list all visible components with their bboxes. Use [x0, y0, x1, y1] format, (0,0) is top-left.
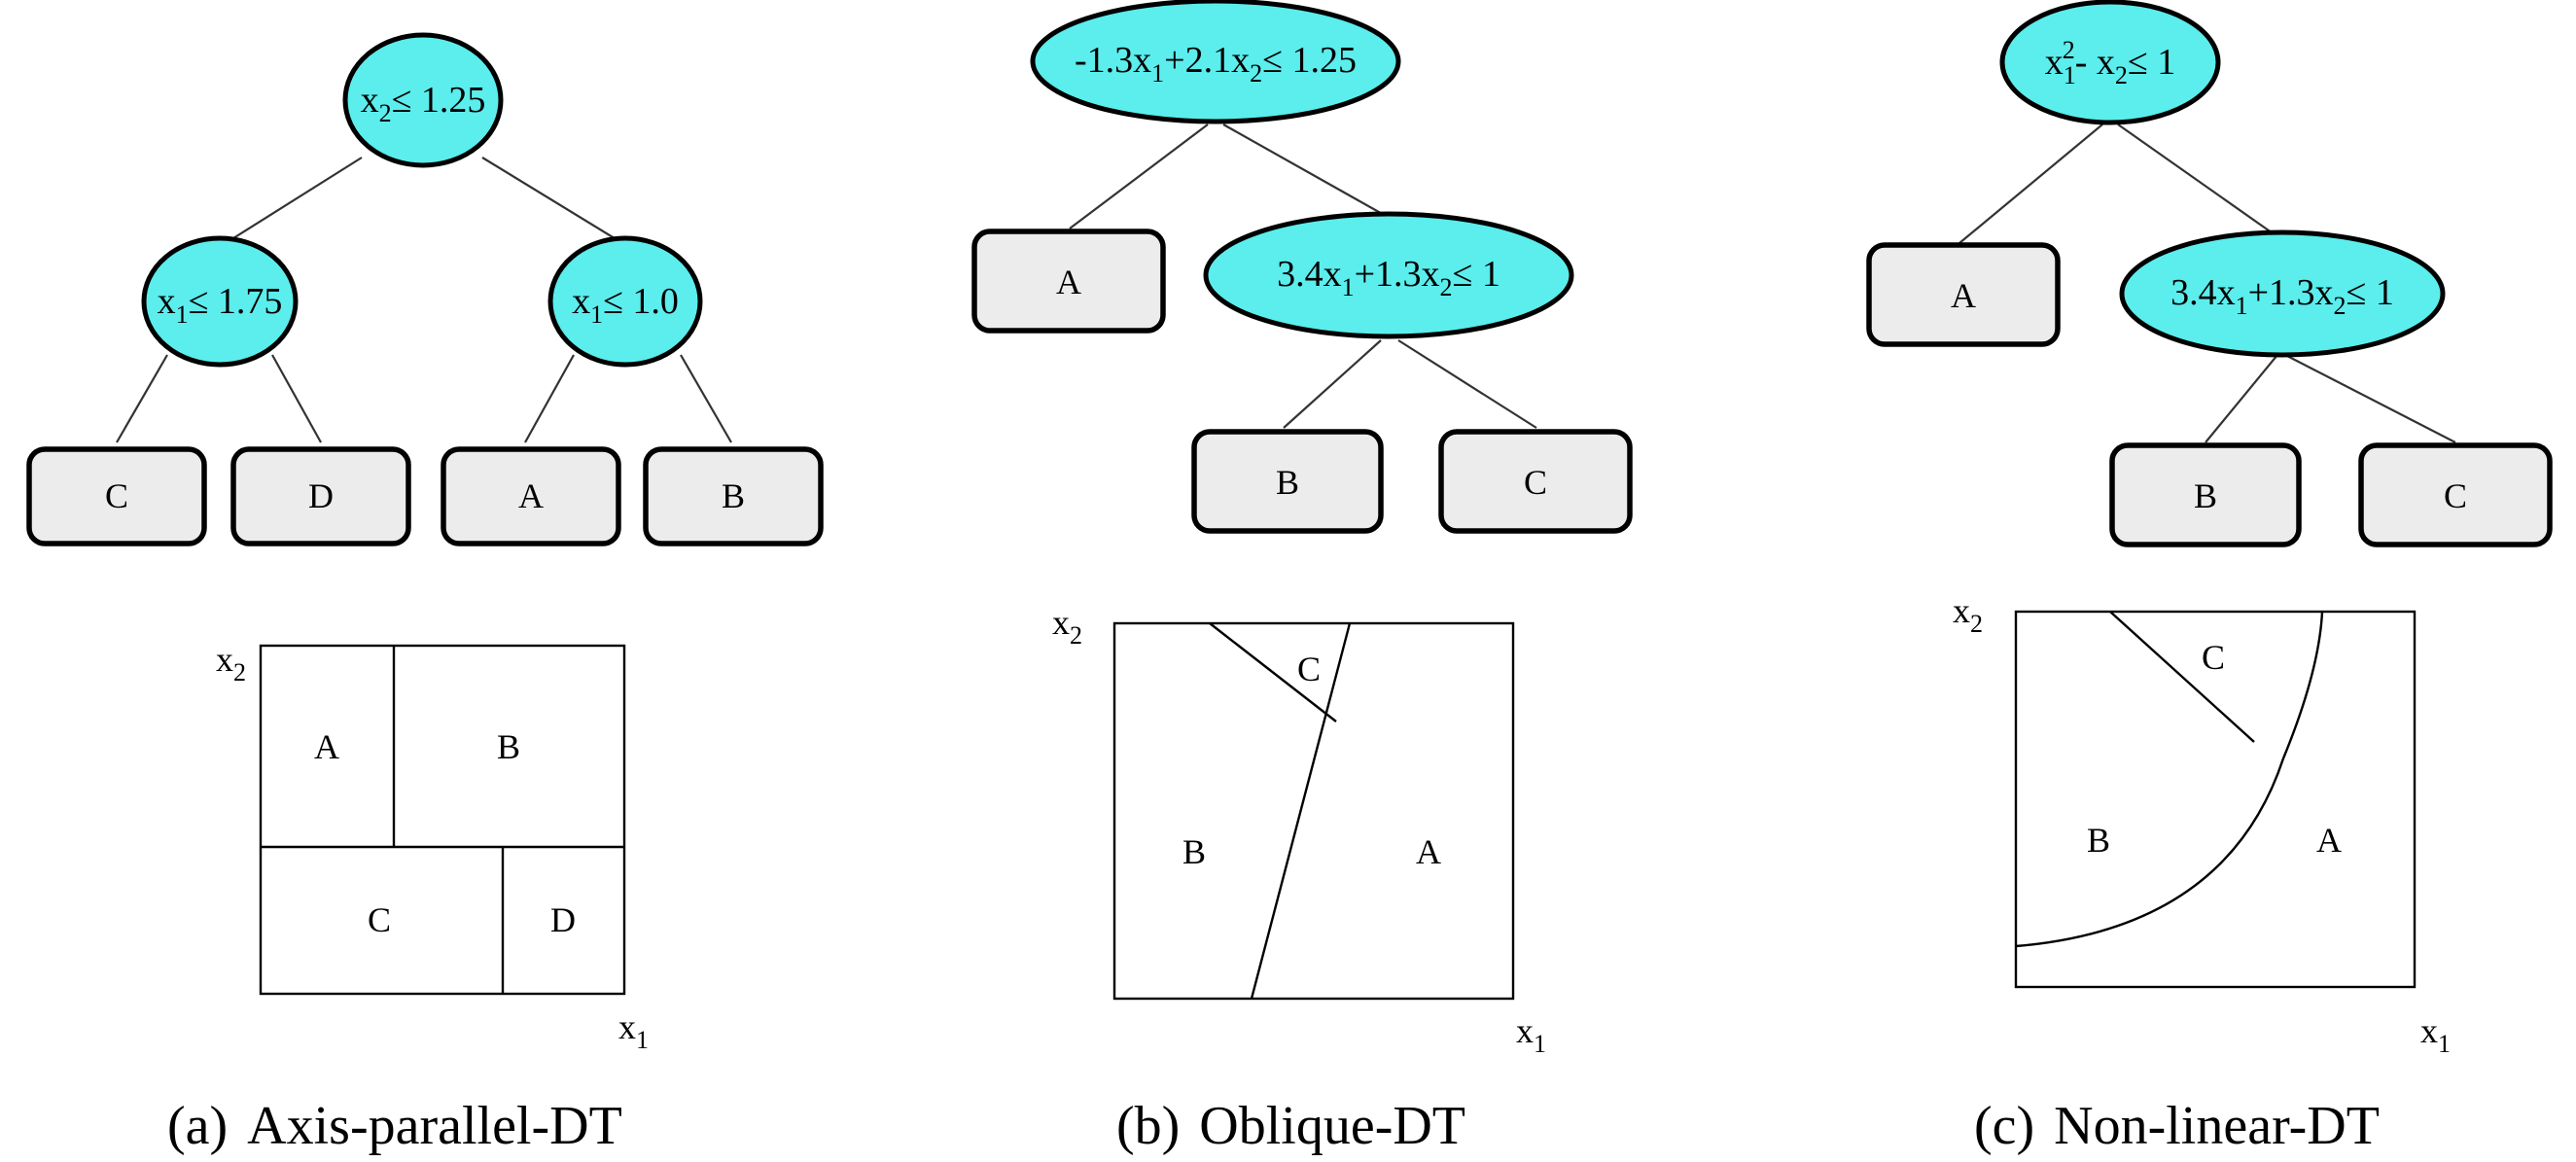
panel-a-plot-frame [259, 644, 626, 996]
leaf-a-d [230, 446, 411, 546]
leaf-b-a-label: A [1056, 263, 1081, 301]
panel-b-leaves: A B C [971, 229, 1633, 534]
region-c-a: A [2316, 821, 2342, 860]
panel-b-child-label: 3.4x1+1.3x2≤ 1 [1277, 254, 1500, 301]
edge-a-right-a [524, 354, 575, 443]
panel-b-tree-edges [1069, 123, 1537, 429]
split-b-oblique-1 [1250, 622, 1352, 1000]
leaf-c-c-label: C [2444, 476, 2467, 515]
leaf-c-b [2109, 442, 2302, 547]
edge-a-root-right [481, 157, 623, 244]
panel-a-partition-plot: A B C D x2 x1 [216, 640, 649, 1054]
edge-c-child-c [2284, 354, 2456, 443]
panel-b-partition-plot: C B A x2 x1 [1052, 603, 1546, 1058]
panel-a-caption: (a)Axis-parallel-DT [167, 1096, 622, 1156]
panel-a-left-node: x1≤ 1.75 [141, 235, 299, 368]
panel-a-right-label: x1≤ 1.0 [572, 281, 679, 329]
panel-a-right-node: x1≤ 1.0 [547, 235, 703, 368]
region-b-b: B [1182, 832, 1206, 871]
leaf-a-a-label: A [518, 476, 544, 515]
split-c-line [2109, 611, 2255, 743]
region-a-c: C [368, 900, 391, 939]
region-a-d: D [550, 900, 576, 939]
panel-c-x-axis-label: x1 [2420, 1011, 2451, 1058]
leaf-a-c-label: C [105, 476, 128, 515]
panel-b-root-label: -1.3x1+2.1x2≤ 1.25 [1075, 40, 1357, 88]
region-c-c: C [2202, 638, 2225, 677]
panel-c-root-node: x12- x2≤ 1 [1999, 0, 2221, 125]
leaf-b-b [1191, 429, 1384, 534]
split-c-curve [2015, 611, 2324, 948]
leaf-c-a [1866, 242, 2061, 347]
panel-a-y-axis-label: x2 [216, 640, 246, 687]
panel-c-tree-edges [1958, 123, 2456, 443]
panel-b-y-axis-label: x2 [1052, 603, 1082, 650]
panel-b-plot-frame [1112, 621, 1515, 1001]
edge-c-root-child [2117, 123, 2276, 236]
panel-b-caption: (b)Oblique-DT [1116, 1096, 1465, 1156]
panel-a-left-label: x1≤ 1.75 [158, 281, 283, 329]
edge-a-root-left [225, 157, 363, 244]
region-a-a: A [314, 727, 339, 766]
panel-a-tree-edges [116, 157, 732, 443]
panel-a-leaves: C D A B [26, 446, 824, 546]
edge-b-child-b [1283, 339, 1382, 429]
panel-c-leaves: A B C [1866, 242, 2553, 547]
edge-c-child-b [2205, 354, 2278, 443]
panel-b-x-axis-label: x1 [1516, 1011, 1546, 1058]
edge-a-left-d [271, 354, 322, 443]
leaf-c-b-label: B [2194, 476, 2217, 515]
panel-b-root-node: -1.3x1+2.1x2≤ 1.25 [1030, 0, 1401, 124]
panel-b: -1.3x1+2.1x2≤ 1.25 3.4x1+1.3x2≤ 1 A B C … [971, 0, 1633, 1156]
panel-c: x12- x2≤ 1 3.4x1+1.3x2≤ 1 A B C C B A x2… [1866, 0, 2553, 1156]
leaf-b-c-label: C [1524, 463, 1547, 502]
panel-c-plot-frame [2014, 610, 2417, 989]
region-b-a: A [1416, 832, 1441, 871]
region-c-b: B [2087, 821, 2110, 860]
panel-c-caption: (c)Non-linear-DT [1974, 1096, 2380, 1156]
panel-c-child-label: 3.4x1+1.3x2≤ 1 [2170, 272, 2394, 320]
leaf-a-c [26, 446, 207, 546]
panel-a: x2≤ 1.25 x1≤ 1.75 x1≤ 1.0 C D A B A B [26, 32, 824, 1156]
leaf-b-b-label: B [1276, 463, 1299, 502]
leaf-b-a [971, 229, 1166, 334]
region-a-b: B [497, 727, 520, 766]
panel-a-x-axis-label: x1 [618, 1007, 649, 1054]
leaf-c-a-label: A [1951, 276, 1976, 315]
split-b-oblique-2 [1209, 622, 1337, 722]
leaf-b-c [1438, 429, 1633, 534]
panel-c-partition-plot: C B A x2 x1 [1953, 591, 2451, 1058]
leaf-a-b-label: B [722, 476, 745, 515]
panel-c-root-label: x12- x2≤ 1 [2045, 36, 2176, 89]
region-b-c: C [1297, 650, 1321, 688]
leaf-a-d-label: D [308, 476, 334, 515]
leaf-a-b [643, 446, 824, 546]
panel-c-child-node: 3.4x1+1.3x2≤ 1 [2119, 229, 2446, 358]
edge-c-root-a [1958, 123, 2103, 244]
panel-c-y-axis-label: x2 [1953, 591, 1983, 638]
panel-a-root-label: x2≤ 1.25 [361, 80, 486, 127]
edge-b-root-a [1069, 123, 1209, 229]
leaf-c-c [2358, 442, 2553, 547]
panel-a-root-node: x2≤ 1.25 [342, 32, 504, 168]
edge-b-child-c [1397, 339, 1537, 429]
panel-b-child-node: 3.4x1+1.3x2≤ 1 [1203, 211, 1574, 339]
edge-b-root-child [1222, 123, 1387, 217]
leaf-a-a [441, 446, 621, 546]
edge-a-right-b [680, 354, 732, 443]
edge-a-left-c [116, 354, 168, 443]
